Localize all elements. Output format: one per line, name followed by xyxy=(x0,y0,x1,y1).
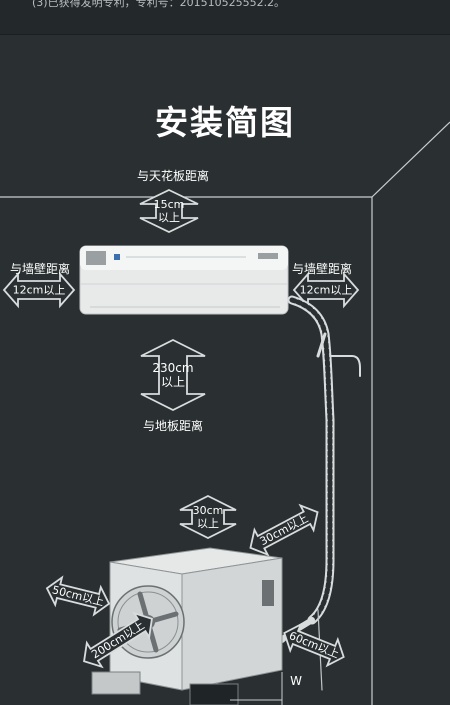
ceiling-distance-value: 15cm xyxy=(153,198,185,211)
ceiling-arrow xyxy=(139,189,199,233)
room-outline xyxy=(0,121,450,705)
page-title: 安装简图 xyxy=(155,103,295,142)
outdoor-right-arrow xyxy=(283,622,345,668)
wall-left-distance: 12cm以上 xyxy=(12,283,66,297)
ceiling-distance: 15cm 以上 xyxy=(154,198,185,224)
outdoor-left-arrow xyxy=(45,575,111,617)
floor-distance: 230cm 以上 xyxy=(152,361,193,389)
floor-distance-value: 230cm xyxy=(152,361,194,375)
outdoor-unit xyxy=(91,547,283,705)
wall-right-label: 与墙壁距离 xyxy=(291,262,353,276)
floor-arrow xyxy=(140,338,206,412)
outdoor-top-distance: 30cm 以上 xyxy=(193,504,224,530)
wall-left-label: 与墙壁距离 xyxy=(9,262,71,276)
w-dimension-label: W xyxy=(290,674,302,688)
wall-right-arrow xyxy=(292,271,360,309)
ceiling-label: 与天花板距离 xyxy=(136,169,210,183)
floor-distance-suffix: 以上 xyxy=(160,375,186,389)
patent-note: (3)已获得发明专利，专利号：201510525552.2。 xyxy=(32,0,286,9)
wall-left-arrow xyxy=(2,271,76,309)
outdoor-top-suffix: 以上 xyxy=(196,517,219,530)
top-strip: (3)已获得发明专利，专利号：201510525552.2。 xyxy=(0,0,450,35)
outdoor-top-value: 30cm xyxy=(192,504,224,517)
ceiling-corner-line xyxy=(371,121,450,198)
outdoor-top-arrow xyxy=(179,494,237,540)
ceiling-distance-suffix: 以上 xyxy=(157,211,180,224)
indoor-unit xyxy=(79,245,289,315)
outdoor-back-arrow xyxy=(249,503,319,557)
outdoor-front-arrow xyxy=(83,611,153,669)
floor-label: 与地板距离 xyxy=(142,419,204,433)
wall-right-distance: 12cm以上 xyxy=(299,283,353,297)
w-dimension xyxy=(230,672,283,705)
